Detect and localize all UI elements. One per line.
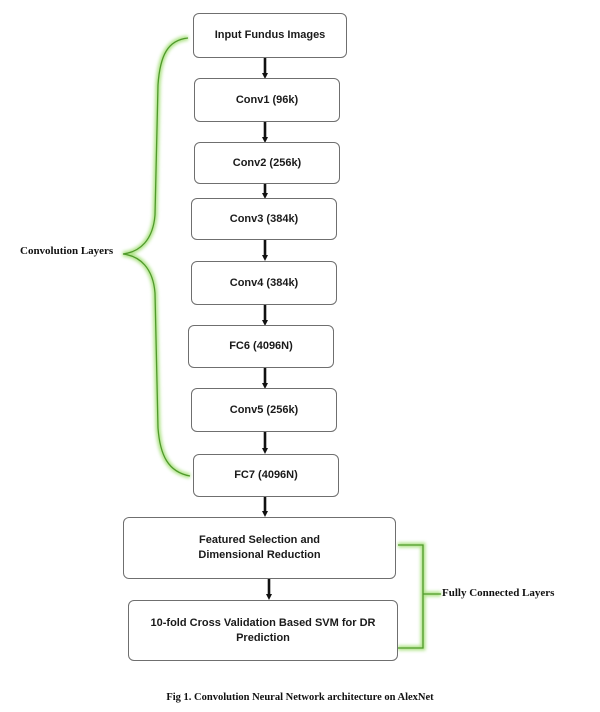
- flow-arrows: [262, 58, 272, 600]
- conv1-box: Conv1 (96k): [194, 78, 340, 122]
- conv5-box: Conv5 (256k): [191, 388, 337, 432]
- feature-selection-box: Featured Selection and Dimensional Reduc…: [123, 517, 396, 579]
- conv2-box: Conv2 (256k): [194, 142, 340, 184]
- fully-connected-layers-bracket: [398, 542, 441, 651]
- conv3-box: Conv3 (384k): [191, 198, 337, 240]
- input-fundus-images-box: Input Fundus Images: [193, 13, 347, 58]
- fc6-box: FC6 (4096N): [188, 325, 334, 368]
- convolution-layers-bracket: [122, 35, 191, 479]
- figure-caption: Fig 1. Convolution Neural Network archit…: [166, 692, 434, 703]
- fc7-box: FC7 (4096N): [193, 454, 339, 497]
- fully-connected-layers-label: Fully Connected Layers: [442, 587, 555, 599]
- svm-prediction-box: 10-fold Cross Validation Based SVM for D…: [128, 600, 398, 661]
- conv4-box: Conv4 (384k): [191, 261, 337, 305]
- convolution-layers-label: Convolution Layers: [20, 245, 114, 257]
